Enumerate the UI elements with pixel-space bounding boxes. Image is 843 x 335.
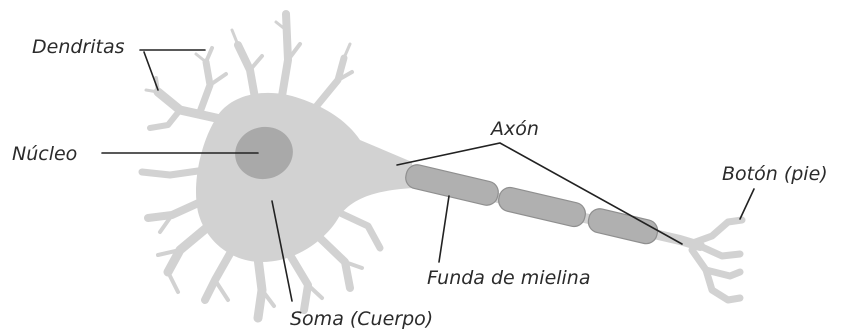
myelin-sheath	[404, 163, 660, 246]
axon-terminal-shape	[690, 220, 742, 300]
myelin-segment	[404, 163, 501, 208]
dendritas-leader	[140, 50, 205, 90]
label-nucleo: Núcleo	[12, 143, 77, 165]
label-dendritas: Dendritas	[32, 36, 125, 58]
label-axon: Axón	[489, 118, 539, 140]
boton-leader	[740, 189, 754, 219]
funda-leader	[439, 196, 449, 262]
label-funda-mielina: Funda de mielina	[427, 267, 591, 289]
label-boton: Botón (pie)	[722, 163, 828, 185]
myelin-segment	[496, 185, 587, 228]
label-soma: Soma (Cuerpo)	[290, 308, 433, 330]
